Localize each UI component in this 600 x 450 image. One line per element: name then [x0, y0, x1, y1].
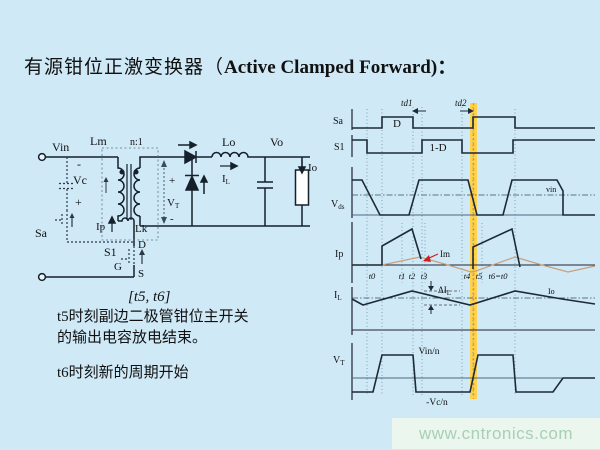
row-label-sa: Sa [333, 116, 344, 127]
label-vt-minus: - [170, 213, 174, 225]
ip-waveform-pulse1 [352, 227, 422, 266]
time-label-t2: t2 [409, 271, 416, 281]
watermark: www.cntronics.com [392, 418, 600, 449]
td1-marker-head [412, 108, 418, 114]
sa-mosfet [55, 210, 68, 230]
output-inductor [211, 151, 310, 158]
s1-waveform [352, 139, 595, 154]
s1-mosfet [121, 246, 135, 265]
transformer-secondary-winding [133, 167, 141, 217]
annotation-td2: td2 [455, 98, 467, 108]
label-lo: Lo [222, 135, 235, 149]
im-pointer-head [423, 255, 431, 262]
title-english: Active Clamped Forward) [224, 57, 438, 78]
vt-waveform [352, 354, 595, 393]
primary-polarity-dot [119, 169, 125, 175]
time-label-t6: t6=t0 [489, 271, 509, 281]
transformer-dashed-box [101, 147, 159, 241]
label-vin: Vin [52, 140, 69, 154]
title-chinese: 有源钳位正激变换器（ [24, 57, 225, 78]
time-label-t4: t4 [464, 271, 471, 281]
secondary-top-lead [139, 156, 185, 168]
annotation-duty: D [393, 118, 401, 130]
label-vo: Vo [270, 135, 283, 149]
annotation-duty-complement: 1-D [429, 142, 446, 154]
sa-body-arrow-head [69, 213, 75, 218]
label-lm: Lm [90, 134, 107, 148]
annotation-delta-il: ΔIL [438, 285, 451, 297]
note-interval: [t5, t6] [128, 289, 171, 305]
row-label-s1: S1 [334, 142, 345, 153]
label-minus: - [77, 157, 81, 171]
circuit-diagram: Vin - Vc + Sa Lm n:1 Ip Lk S1 G D S Lo V… [35, 134, 318, 282]
s1-body-arrow-head [139, 249, 145, 255]
load-resistor [294, 169, 310, 206]
annotation-vin-n: Vin/n [418, 347, 439, 357]
label-sa: Sa [35, 226, 48, 240]
time-label-t3: t3 [421, 271, 428, 281]
series-diode [184, 149, 198, 165]
im-waveform [352, 256, 596, 273]
series-diode-bar [195, 151, 212, 163]
freewheel-current-arrow-head [199, 174, 209, 183]
label-ratio: n:1 [130, 137, 143, 148]
time-label-t1: t1 [399, 271, 406, 281]
label-vc: Vc [73, 173, 87, 187]
label-io: Io [308, 162, 318, 174]
output-cap-plates [257, 181, 273, 189]
clamp-branch-wire [66, 157, 134, 243]
note-line-3: t6时刻新的周期开始 [57, 365, 189, 381]
label-s1: S1 [104, 245, 117, 259]
annotation-io-ref: Io [548, 287, 555, 296]
vt-measure-arrow-bottom [161, 217, 167, 224]
row-label-vt: VT [333, 355, 345, 367]
label-plus: + [75, 195, 82, 209]
time-label-t5: t5 [476, 271, 483, 281]
delta-il-arrow-down-head [428, 286, 434, 291]
label-vt-plus: + [169, 175, 175, 187]
il-ripple-reflines [424, 290, 460, 306]
annotation-neg-vc-n: -Vc/n [426, 398, 448, 408]
transformer-core [126, 164, 132, 220]
page-title: 有源钳位正激变换器（Active Clamped Forward)： [24, 52, 456, 79]
io-arrow-head [297, 166, 307, 175]
lm-arrow-head [103, 177, 109, 182]
waveform-diagram: Sa S1 Vds Ip IL VT td1 td2 D 1-D vin Im … [331, 98, 596, 408]
transformer-primary-winding [117, 157, 125, 221]
time-label-t0: t0 [369, 271, 376, 281]
input-terminal-top [37, 152, 47, 162]
label-il: IL [222, 173, 230, 186]
label-s: S [138, 268, 144, 280]
label-lk: Lk [135, 223, 148, 235]
current-arrow-top-head [189, 140, 198, 150]
il-arrow-head [230, 161, 239, 171]
ip-waveform-pulse2 [472, 227, 521, 269]
leakage-inductor [118, 217, 135, 246]
annotation-vin-ref: vin [546, 185, 556, 194]
label-vt: VT [167, 197, 180, 210]
vds-waveform [352, 179, 595, 216]
td2-marker-head [468, 108, 474, 114]
sa-waveform [352, 116, 595, 129]
note-line-2: 的输出电容放电结束。 [57, 330, 208, 346]
row-label-ip: Ip [335, 249, 343, 260]
title-colon: ： [437, 57, 457, 78]
annotation-td1: td1 [401, 98, 413, 108]
il-waveform [351, 290, 596, 306]
vt-measure-arrow-top [161, 160, 167, 167]
ip-arrow-head [107, 215, 117, 224]
row-label-il: IL [334, 290, 342, 302]
label-ip: Ip [96, 221, 106, 233]
annotation-im: Im [440, 249, 450, 259]
input-terminal-bottom [37, 272, 47, 282]
secondary-polarity-dot [133, 169, 139, 175]
clamp-cap-plates [59, 182, 75, 190]
note-paragraph: t5时刻副边二极管钳位主开关 的输出电容放电结束。 [57, 307, 289, 349]
row-label-vds: Vds [331, 199, 345, 211]
note-line-1: t5时刻副边二极管钳位主开关 [57, 309, 249, 325]
label-g: G [114, 261, 122, 273]
freewheel-diode [184, 174, 200, 191]
delta-il-arrow-up-head [428, 305, 434, 310]
label-d: D [138, 239, 146, 251]
